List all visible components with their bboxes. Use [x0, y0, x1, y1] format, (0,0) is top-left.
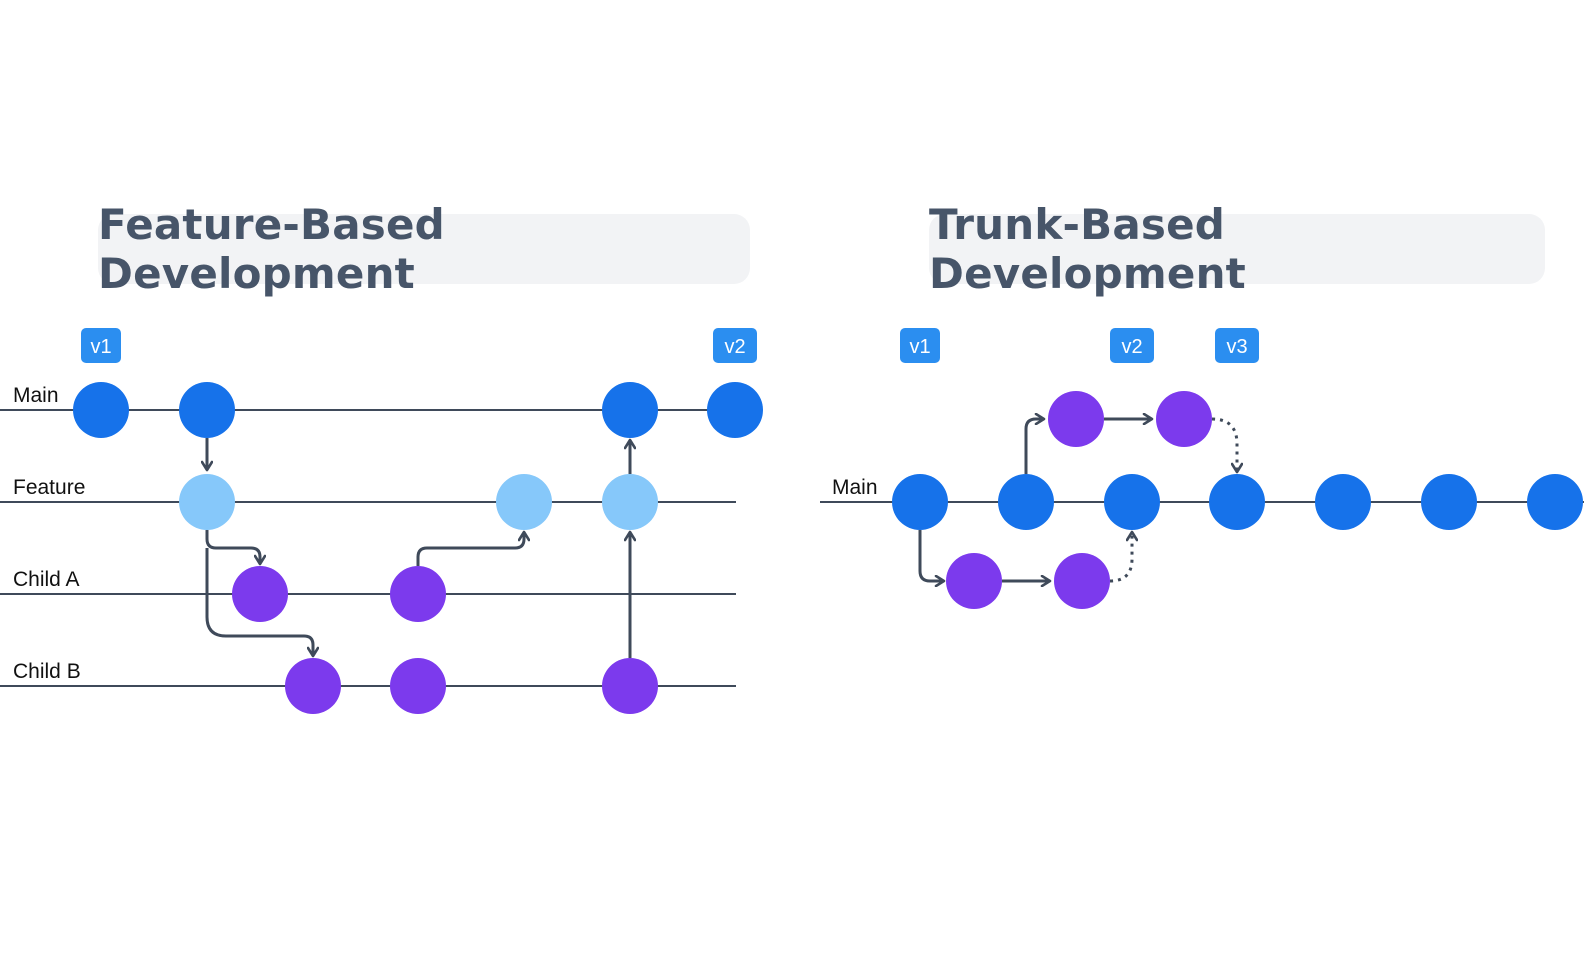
trunk-commit-7 — [1527, 474, 1583, 530]
trunk-commit-2 — [998, 474, 1054, 530]
commit-child-a-2 — [390, 566, 446, 622]
trunk-branch-down-arrow — [918, 530, 944, 581]
trunk-branch-up-commit-2 — [1156, 391, 1212, 447]
trunk-based-diagram: Main v1 v2 v3 — [820, 328, 1584, 609]
svg-text:v2: v2 — [1121, 336, 1142, 358]
tag-v1: v1 — [81, 328, 121, 363]
trunk-based-title: Trunk-Based Development — [929, 200, 1545, 298]
lane-label-main: Main — [13, 384, 59, 407]
commit-main-2 — [179, 382, 235, 438]
trunk-tag-v1: v1 — [900, 328, 940, 363]
trunk-branch-up-commit-1 — [1048, 391, 1104, 447]
trunk-commit-6 — [1421, 474, 1477, 530]
lane-label-child-a: Child A — [13, 568, 80, 591]
svg-text:v1: v1 — [909, 336, 930, 358]
trunk-up-merge-dotted — [1211, 417, 1237, 472]
tag-v2: v2 — [713, 328, 757, 363]
trunk-tag-v3: v3 — [1215, 328, 1259, 363]
trunk-tag-v2: v2 — [1110, 328, 1154, 363]
trunk-lane-label-main: Main — [832, 476, 878, 499]
merge-arrow-child-a-to-feature — [416, 532, 524, 566]
commit-feature-2 — [496, 474, 552, 530]
svg-text:v3: v3 — [1226, 336, 1247, 358]
commit-main-1 — [73, 382, 129, 438]
branch-arrow-feature-to-child-a — [205, 530, 260, 564]
trunk-down-merge-dotted — [1109, 532, 1132, 583]
commit-child-a-1 — [232, 566, 288, 622]
lane-label-feature: Feature — [13, 476, 85, 499]
feature-based-diagram: Main Feature Child A Child B v1 v2 — [0, 328, 763, 714]
commit-child-b-3 — [602, 658, 658, 714]
trunk-commit-4 — [1209, 474, 1265, 530]
commit-child-b-2 — [390, 658, 446, 714]
trunk-commit-5 — [1315, 474, 1371, 530]
commit-child-b-1 — [285, 658, 341, 714]
svg-text:v2: v2 — [724, 336, 745, 358]
commit-feature-3 — [602, 474, 658, 530]
commit-main-3 — [602, 382, 658, 438]
commit-feature-1 — [179, 474, 235, 530]
trunk-commit-3 — [1104, 474, 1160, 530]
trunk-commit-1 — [892, 474, 948, 530]
trunk-branch-down-commit-1 — [946, 553, 1002, 609]
trunk-branch-up-arrow — [1024, 419, 1044, 474]
trunk-branch-down-commit-2 — [1054, 553, 1110, 609]
lane-label-child-b: Child B — [13, 660, 81, 683]
branch-arrow-feature-to-child-b — [205, 548, 313, 656]
svg-text:v1: v1 — [90, 336, 111, 358]
commit-main-4 — [707, 382, 763, 438]
